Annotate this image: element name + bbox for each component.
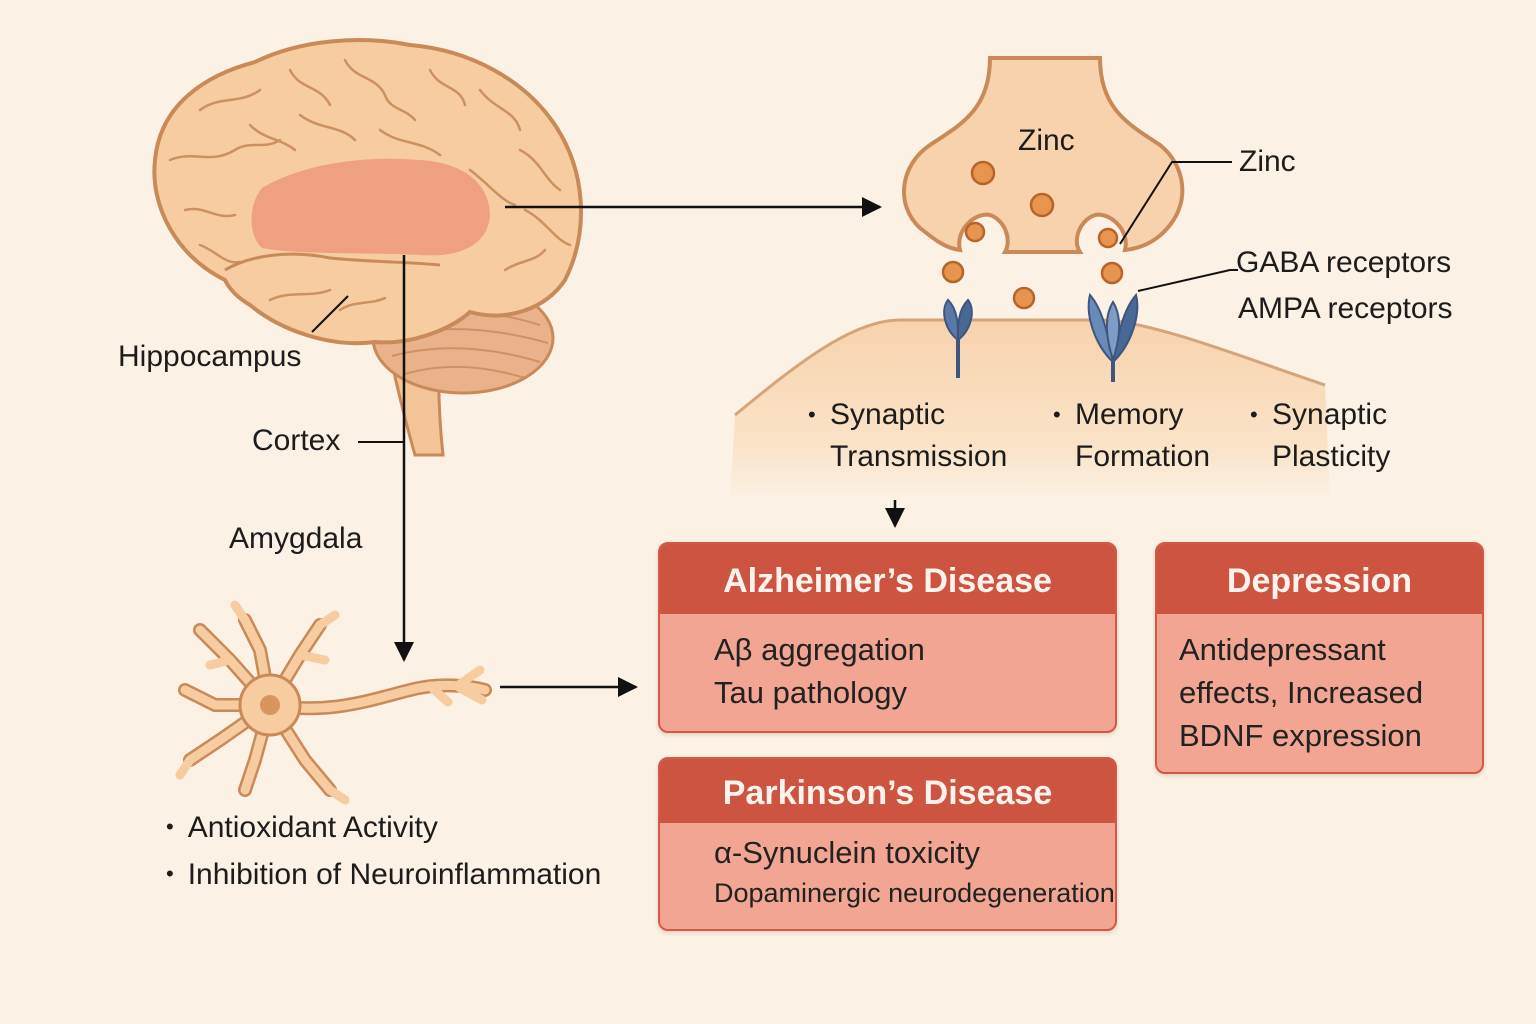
receptor-left xyxy=(943,298,973,378)
list-item: Antioxidant Activity xyxy=(166,805,601,852)
hippocampus-leader xyxy=(311,295,349,333)
effect-line: Synaptic xyxy=(830,398,946,431)
temporal-lobe-outline xyxy=(224,252,441,272)
highlighted-region xyxy=(251,158,490,256)
neuron-effects-list: Antioxidant Activity Inhibition of Neuro… xyxy=(166,805,602,899)
parkinsons-box: Parkinson’s Disease α-Synuclein toxicity… xyxy=(658,757,1117,931)
zinc-label: Zinc xyxy=(1018,124,1075,157)
gyri-lines xyxy=(168,58,572,312)
list-item: Tau pathology xyxy=(714,675,908,710)
list-item: BDNF expression xyxy=(1179,718,1422,753)
effect-memory-formation: • Memory Formation xyxy=(1053,394,1211,478)
zinc-vesicles xyxy=(941,160,1124,310)
alzheimers-title: Alzheimer’s Disease xyxy=(660,544,1115,614)
effect-line: Synaptic xyxy=(1272,398,1388,431)
receptor-callout-leader xyxy=(1137,269,1238,292)
parkinsons-body: α-Synuclein toxicity Dopaminergic neurod… xyxy=(660,823,1115,913)
amygdala-label: Amygdala xyxy=(229,522,363,555)
zinc-callout-label: Zinc xyxy=(1239,145,1296,178)
presynaptic-terminal xyxy=(902,56,1185,254)
list-item: Aβ aggregation xyxy=(714,632,925,667)
list-item: Dopaminergic neurodegeneration xyxy=(714,878,1115,908)
effect-line: Plasticity xyxy=(1272,440,1391,473)
list-item: α-Synuclein toxicity xyxy=(714,835,981,870)
effect-line: Formation xyxy=(1075,440,1211,473)
effect-line: Memory xyxy=(1075,398,1184,431)
list-item: Antidepressant xyxy=(1179,632,1386,667)
neuron-illustration xyxy=(175,600,492,805)
cortex-label: Cortex xyxy=(252,424,341,457)
hippocampus-label: Hippocampus xyxy=(118,340,302,373)
depression-title: Depression xyxy=(1157,544,1482,614)
alzheimers-box: Alzheimer’s Disease Aβ aggregation Tau p… xyxy=(658,542,1117,733)
gaba-receptors-label: GABA receptors xyxy=(1236,246,1452,279)
effect-synaptic-plasticity: • Synaptic Plasticity xyxy=(1250,394,1391,478)
zinc-callout-leader xyxy=(1119,161,1232,245)
ampa-receptors-label: AMPA receptors xyxy=(1238,292,1453,325)
depression-box: Depression Antidepressant effects, Incre… xyxy=(1155,542,1484,774)
list-item: Inhibition of Neuroinflammation xyxy=(166,852,602,899)
effect-synaptic-transmission: • Synaptic Transmission xyxy=(808,394,1008,478)
receptor-right xyxy=(1087,292,1139,382)
alzheimers-body: Aβ aggregation Tau pathology xyxy=(660,614,1115,714)
postsynaptic-membrane xyxy=(730,320,1330,500)
list-item: effects, Increased xyxy=(1179,675,1424,710)
parkinsons-title: Parkinson’s Disease xyxy=(660,759,1115,823)
effect-line: Transmission xyxy=(830,440,1008,473)
depression-body: Antidepressant effects, Increased BDNF e… xyxy=(1157,614,1482,757)
brain-illustration xyxy=(152,38,584,457)
